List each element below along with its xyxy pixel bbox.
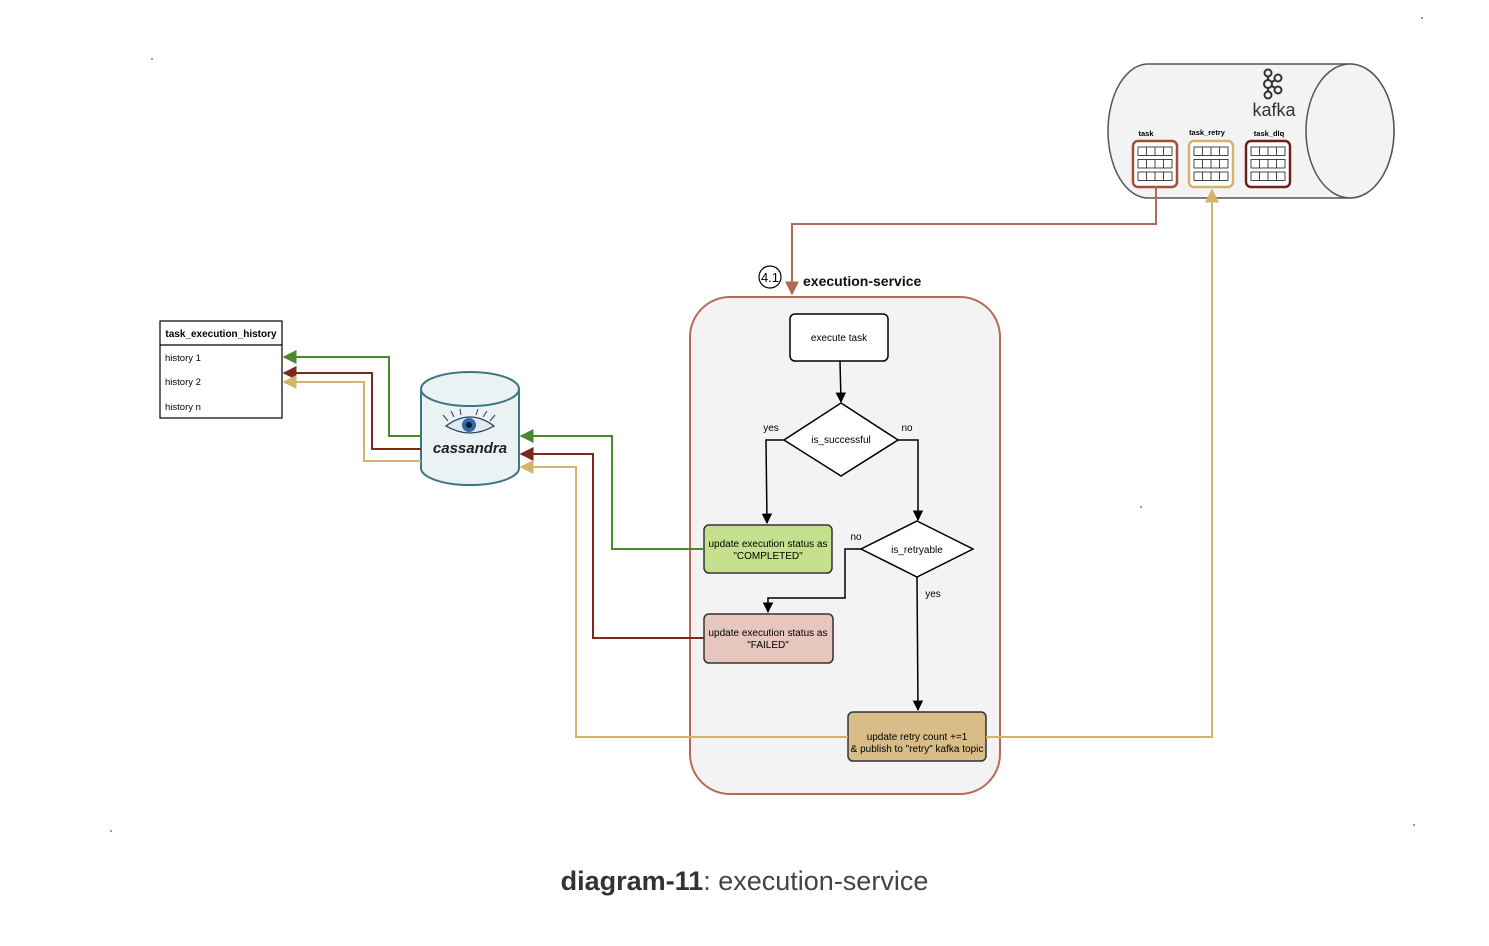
kafka-logo-icon <box>1263 68 1283 100</box>
node-failed-line1: update execution status as <box>709 628 828 639</box>
edge-label-success-no: no <box>901 423 913 434</box>
stray-dot <box>110 830 112 832</box>
cassandra-cylinder-body <box>420 389 520 486</box>
history-row-2: history 2 <box>165 377 201 388</box>
step-badge <box>758 265 782 289</box>
edge-completed-to-cassandra <box>519 429 704 550</box>
topic-label-task-dlq: task_dlq <box>1254 129 1285 138</box>
kafka-cluster: kafka task task_retry task_dlq <box>1107 63 1395 199</box>
node-retry-line1: update retry count +=1 <box>867 732 968 743</box>
edge-execute-to-success <box>835 360 847 404</box>
node-is-successful-label: is_successful <box>811 435 870 446</box>
stray-dot <box>151 58 153 60</box>
topic-grid-icon <box>1137 146 1173 181</box>
edge-success-yes <box>761 439 784 525</box>
stray-dot <box>1421 17 1423 19</box>
figure-caption: diagram-11: execution-service <box>0 866 1489 897</box>
history-table-frame <box>159 320 283 419</box>
edge-retry-to-kafka <box>986 188 1219 738</box>
edge-cassandra-to-historyn <box>282 375 421 462</box>
edge-retry-to-cassandra <box>519 460 848 738</box>
edge-label-retry-yes: yes <box>925 589 941 600</box>
edge-retryable-yes <box>912 576 924 712</box>
edge-cassandra-to-history2 <box>282 366 421 450</box>
history-table: task_execution_history history 1 history… <box>159 320 283 419</box>
history-row-1: history 1 <box>165 353 201 364</box>
execution-service-container <box>689 296 1001 795</box>
cassandra-db: cassandra <box>420 371 520 486</box>
kafka-logo-text: kafka <box>1252 100 1296 120</box>
history-table-title: task_execution_history <box>165 329 277 340</box>
node-failed-line2: "FAILED" <box>747 640 789 651</box>
edge-failed-to-cassandra <box>519 447 704 639</box>
topic-label-task-retry: task_retry <box>1189 128 1226 137</box>
topic-grid-icon <box>1250 146 1286 181</box>
edge-retryable-no <box>762 548 861 614</box>
topic-grid-icon <box>1193 146 1229 181</box>
node-completed-line2: "COMPLETED" <box>733 551 803 562</box>
service-title: execution-service <box>803 273 921 289</box>
topic-label-task: task <box>1138 129 1154 138</box>
edge-success-no <box>898 439 924 522</box>
node-execute-task-label: execute task <box>811 333 868 344</box>
cassandra-eye-icon <box>442 408 496 434</box>
node-is-successful <box>782 402 900 477</box>
edge-task-topic-to-service <box>785 187 1157 296</box>
edge-label-retry-no: no <box>850 532 862 543</box>
cassandra-cylinder-top <box>420 371 520 407</box>
cassandra-label: cassandra <box>433 440 507 457</box>
caption-rest: : execution-service <box>703 866 929 896</box>
stray-dot <box>1140 506 1142 508</box>
history-row-n: history n <box>165 402 201 413</box>
step-badge-label: 4.1 <box>761 270 779 285</box>
node-completed-line1: update execution status as <box>709 539 828 550</box>
kafka-cylinder-end <box>1305 63 1395 199</box>
edge-cassandra-to-history1 <box>282 350 421 437</box>
edge-label-success-yes: yes <box>763 423 779 434</box>
node-execute-task <box>789 313 889 362</box>
caption-bold: diagram-11 <box>560 866 704 896</box>
node-retry-line2: & publish to "retry" kafka topic <box>851 744 984 755</box>
stray-dot <box>1413 824 1415 826</box>
node-is-retryable-label: is_retryable <box>891 545 943 556</box>
